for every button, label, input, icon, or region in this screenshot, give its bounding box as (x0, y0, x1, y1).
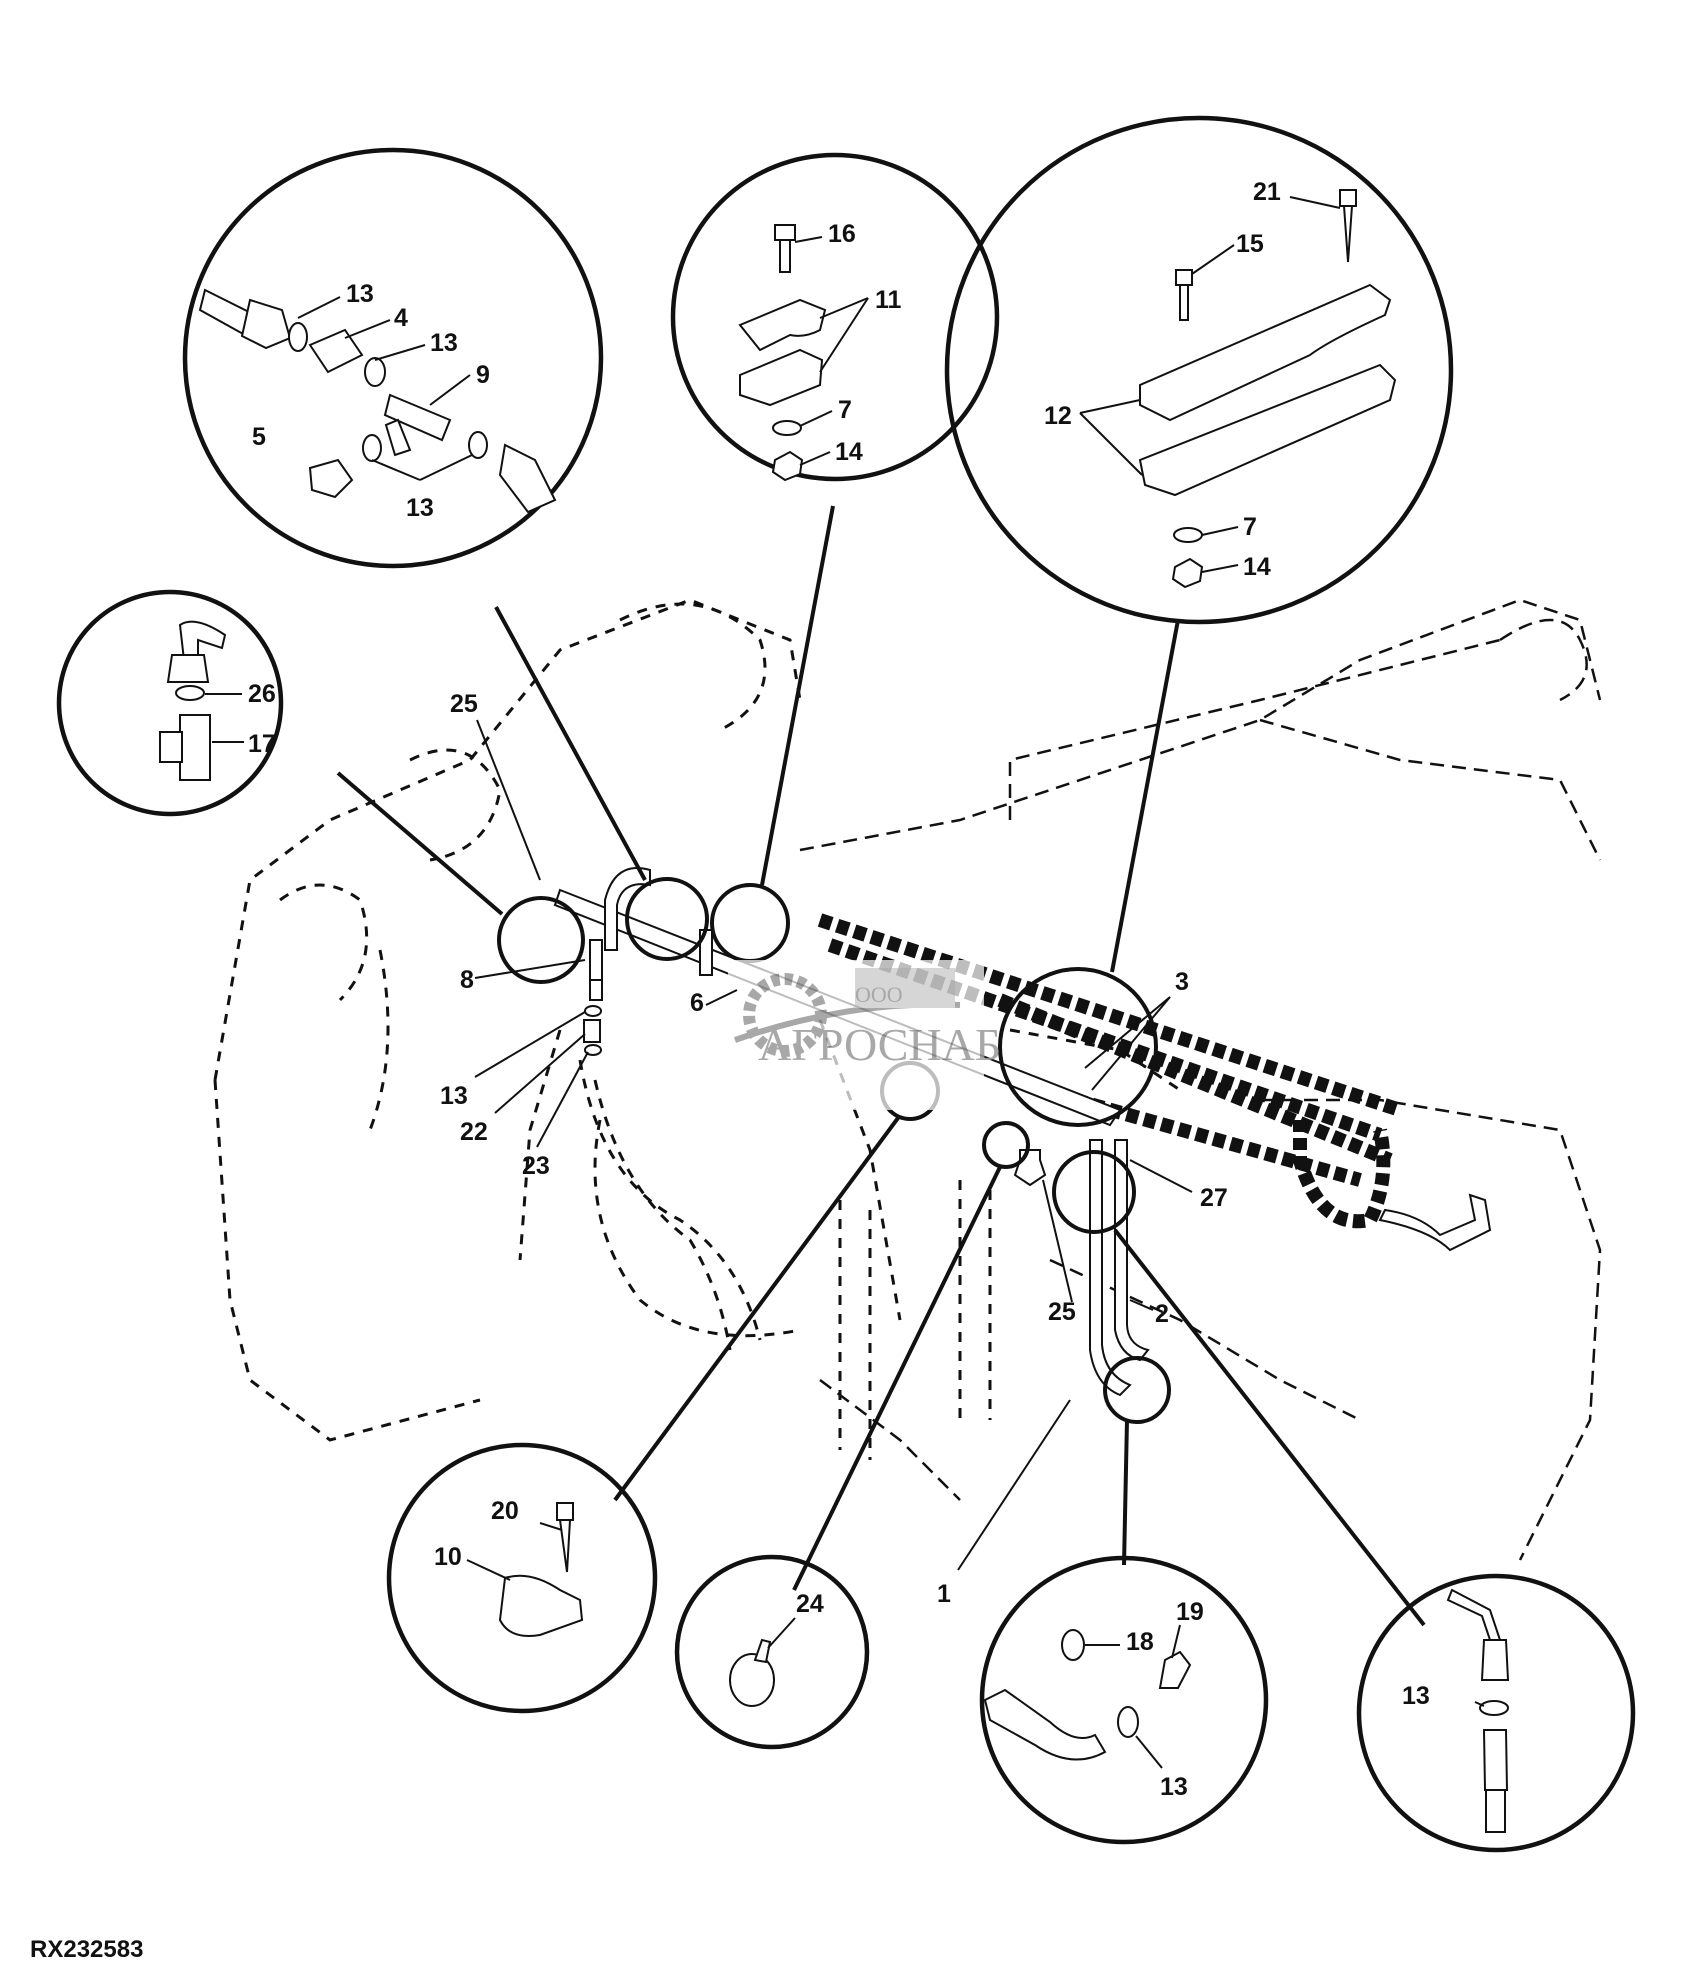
figure-id: RX232583 (30, 1936, 143, 1963)
detail-clamp-large (944, 115, 1454, 625)
detail-elbow-oring (1356, 1573, 1636, 1853)
callout-label: 7 (838, 396, 852, 424)
callout-label: 13 (1402, 1682, 1430, 1710)
callout-label: 22 (460, 1118, 488, 1146)
callout-label: 13 (406, 494, 434, 522)
callout-label: 25 (450, 690, 478, 718)
callout-label: 4 (394, 304, 408, 332)
callout-label: 26 (248, 680, 276, 708)
detail-fitting-orings (979, 1555, 1269, 1845)
callout-label: 8 (460, 966, 474, 994)
callout-label: 23 (522, 1152, 550, 1180)
detail-clamp-small (670, 152, 1000, 482)
callout-label: 11 (875, 286, 902, 314)
callout-label: 20 (491, 1497, 519, 1525)
callout-label: 9 (476, 361, 490, 389)
callout-label: 2 (1155, 1300, 1169, 1328)
callout-pointers (205, 196, 1485, 1769)
callout-label: 24 (796, 1590, 824, 1618)
callout-label: 16 (828, 220, 856, 248)
callout-label: 13 (346, 280, 374, 308)
callout-label: 13 (440, 1082, 468, 1110)
machine-outline (213, 598, 1602, 1561)
callout-label: 15 (1236, 230, 1264, 258)
callout-label: 14 (835, 438, 863, 466)
detail-clamp-screw (386, 1442, 658, 1714)
callout-label: 14 (1243, 553, 1271, 581)
location-markers (497, 877, 1171, 1424)
detail-fittings-union-tee (182, 147, 604, 569)
callout-label: 13 (430, 329, 458, 357)
detail-hose-clamp (674, 1554, 870, 1750)
callout-label: 25 (1048, 1298, 1076, 1326)
callout-label: 3 (1175, 968, 1189, 996)
callout-labels: 13 4 13 9 5 13 16 11 7 14 21 15 12 7 14 … (248, 178, 1430, 1801)
watermark-prefix: ООО (855, 982, 903, 1007)
detail-tee-elbow (56, 589, 284, 817)
callout-label: 21 (1253, 178, 1281, 206)
callout-label: 6 (690, 989, 704, 1017)
callout-label: 19 (1176, 1598, 1204, 1626)
callout-label: 12 (1044, 402, 1072, 430)
callout-label: 7 (1243, 513, 1257, 541)
callout-label: 10 (434, 1543, 462, 1571)
watermark-brand: АГРОСНАБ (758, 1019, 1001, 1070)
callout-label: 18 (1126, 1628, 1154, 1656)
callout-label: 27 (1200, 1184, 1228, 1212)
callout-label: 5 (252, 423, 266, 451)
watermark: ООО АГРОСНАБ (728, 960, 1001, 1110)
callout-label: 13 (1160, 1773, 1188, 1801)
callout-label: 1 (937, 1580, 951, 1608)
callout-label: 17 (248, 730, 276, 758)
leader-lines (336, 505, 1426, 1627)
